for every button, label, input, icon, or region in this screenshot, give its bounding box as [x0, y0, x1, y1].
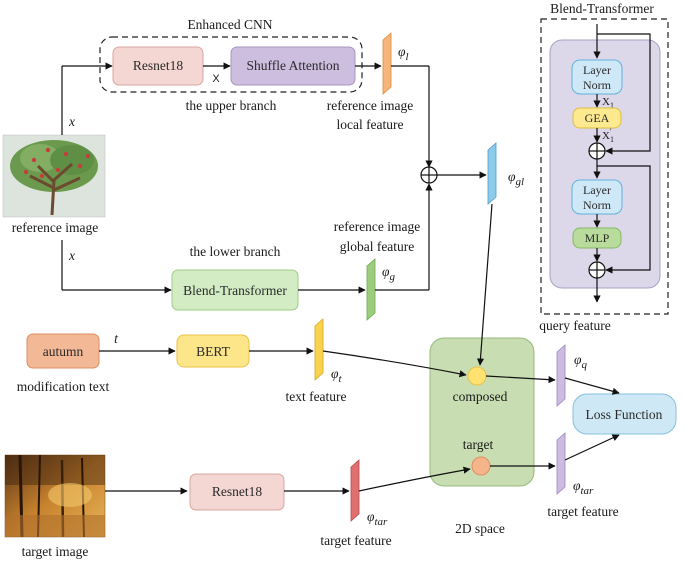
target-feature-left-label: target feature: [320, 533, 391, 548]
phi-gl-feature: [487, 142, 497, 205]
blend-detail-inner: [549, 39, 661, 289]
x-upper-symbol: x: [68, 114, 75, 129]
lower-branch-label: the lower branch: [190, 244, 281, 259]
phi-t-symbol: φt: [331, 366, 342, 385]
reference-image-label: reference image: [12, 220, 99, 235]
layer-norm-2-line1: Layer: [583, 183, 611, 197]
text-feature-label: text feature: [285, 389, 346, 404]
layer-norm-2-line2: Norm: [583, 198, 612, 212]
resnet18-upper-label: Resnet18: [133, 58, 183, 73]
phi-l-feature: [382, 32, 392, 95]
x1-symbol: X1: [602, 96, 614, 110]
blend-detail-title: Blend-Transformer: [550, 1, 654, 16]
global-feature-label-2: global feature: [340, 239, 415, 254]
composed-dot: [467, 366, 487, 386]
blend-skip-2: [597, 165, 651, 274]
shuffle-attention-label: Shuffle Attention: [246, 58, 339, 73]
enhanced-cnn-container: [99, 36, 363, 93]
2d-space-label: 2D space: [455, 521, 505, 536]
target-image: [4, 454, 106, 538]
phi-q-feature: [556, 344, 566, 407]
composed-label: composed: [453, 389, 508, 404]
target-image-label: target image: [22, 544, 89, 559]
resnet18-lower-label: Resnet18: [212, 484, 262, 499]
blend-detail-outer: [540, 18, 669, 315]
local-feature-label-1: reference image: [327, 98, 414, 113]
blend-transformer-label: Blend-Transformer: [183, 283, 287, 298]
mlp-label: MLP: [585, 231, 610, 245]
loss-function-box: [572, 393, 677, 435]
x-lower-symbol: x: [68, 248, 75, 263]
phi-gl-symbol: φgl: [508, 169, 524, 188]
x1-prime-symbol: X1': [602, 127, 614, 144]
phi-g-symbol: φg: [382, 264, 395, 283]
phi-g-feature: [366, 258, 376, 321]
enhanced-cnn-title: Enhanced CNN: [187, 17, 272, 32]
upper-branch-label: the upper branch: [186, 98, 277, 113]
target-feature-right-label: target feature: [547, 504, 618, 519]
phi-tar-right-symbol: φtar: [573, 478, 594, 497]
multiply-symbol: X: [212, 73, 220, 85]
phi-l-symbol: φl: [398, 44, 409, 63]
reference-image: [2, 134, 106, 218]
t-symbol: t: [114, 331, 119, 346]
layer-norm-1-line2: Norm: [583, 78, 612, 92]
phi-tar-to-loss-arrow: [564, 434, 620, 461]
phi-q-to-loss-arrow: [564, 377, 620, 395]
autumn-label: autumn: [43, 344, 84, 359]
layer-norm-1-line1: Layer: [583, 63, 611, 77]
target-dot-label: target: [463, 437, 494, 452]
phi-t-feature: [314, 318, 324, 381]
phi-q-symbol: φq: [574, 352, 587, 371]
gea-label: GEA: [585, 111, 610, 125]
resnet18-lower-box: [189, 473, 285, 511]
modification-text-label: modification text: [17, 379, 110, 394]
local-feature-label-2: local feature: [336, 117, 403, 132]
phi-tar-right-feature: [556, 432, 566, 495]
phi-tar-left-feature: [350, 459, 360, 522]
phi-t-to-composed-arrow: [322, 350, 467, 378]
phi-tar-to-target-arrow: [358, 466, 471, 492]
phi-tar-left-symbol: φtar: [367, 509, 388, 528]
composed-to-phi-q-arrow: [485, 375, 556, 384]
global-feature-label-1: reference image: [334, 219, 421, 234]
phi-gl-to-composed-arrow: [476, 203, 493, 366]
bert-label: BERT: [196, 344, 230, 359]
target-dot: [471, 456, 491, 476]
blend-skip-1: [597, 33, 651, 155]
loss-function-label: Loss Function: [586, 407, 663, 422]
query-feature-label: query feature: [539, 318, 611, 333]
